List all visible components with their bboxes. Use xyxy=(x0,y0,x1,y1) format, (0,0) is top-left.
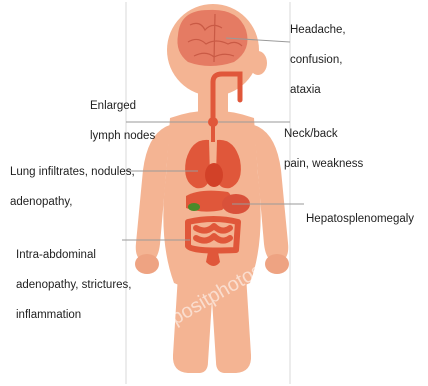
label-brain-line: ataxia xyxy=(290,83,346,98)
brain xyxy=(177,10,247,66)
label-spine-line: pain, weakness xyxy=(284,157,363,172)
left-hand xyxy=(135,254,159,274)
lymph-node xyxy=(208,117,218,127)
label-lungs-line: Lung infiltrates, nodules, xyxy=(10,165,135,180)
label-brain: Headache, confusion, ataxia xyxy=(290,8,346,113)
label-lymph-line: lymph nodes xyxy=(90,129,155,144)
label-liver: Hepatosplenomegaly xyxy=(306,197,414,242)
label-brain-line: Headache, xyxy=(290,23,346,38)
label-intestine-line: adenopathy, strictures, xyxy=(16,278,132,293)
label-intestine-line: Intra-abdominal xyxy=(16,248,132,263)
label-lungs-line: adenopathy, xyxy=(10,195,135,210)
right-hand xyxy=(265,254,289,274)
label-lymph: Enlarged lymph nodes xyxy=(90,84,155,159)
label-intestine-line: inflammation xyxy=(16,308,132,323)
label-intestine: Intra-abdominal adenopathy, strictures, … xyxy=(16,233,132,338)
label-spine: Neck/back pain, weakness xyxy=(284,112,363,187)
heart xyxy=(205,163,223,187)
label-liver-line: Hepatosplenomegaly xyxy=(306,212,414,227)
label-spine-line: Neck/back xyxy=(284,127,363,142)
gallbladder xyxy=(188,203,200,211)
label-lungs: Lung infiltrates, nodules, adenopathy, xyxy=(10,150,135,225)
label-lymph-line: Enlarged xyxy=(90,99,155,114)
label-brain-line: confusion, xyxy=(290,53,346,68)
